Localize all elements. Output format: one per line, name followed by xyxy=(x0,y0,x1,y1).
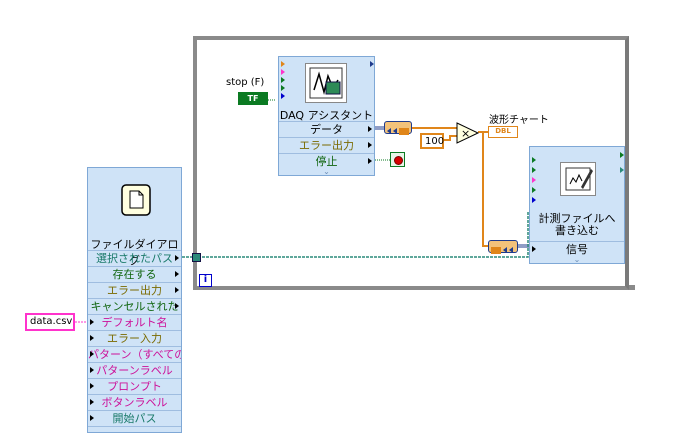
daq-row-stop[interactable]: 停止 xyxy=(279,153,374,169)
output-terminal xyxy=(370,61,374,67)
multiply-operator: × xyxy=(461,127,470,140)
fd-row-label: 選択されたパス xyxy=(96,252,173,265)
daq-row-label: データ xyxy=(310,123,343,136)
input-terminal xyxy=(281,93,285,99)
fd-row-pattern-label[interactable]: パターンラベル xyxy=(88,362,181,378)
fd-row-button-label[interactable]: ボタンラベル xyxy=(88,394,181,410)
fd-row-error-out[interactable]: エラー出力 xyxy=(88,282,181,298)
conversion-icon xyxy=(491,247,513,254)
fd-row-default-name[interactable]: デフォルト名 xyxy=(88,314,181,330)
fd-row-label: エラー出力 xyxy=(107,284,162,297)
daq-graph-icon xyxy=(309,67,343,99)
to-dbl-conversion-node[interactable] xyxy=(384,121,412,135)
fd-row-label: 開始パス xyxy=(112,412,157,425)
stop-led-icon xyxy=(390,152,405,167)
multiply-constant[interactable]: 100 xyxy=(420,133,444,149)
conversion-icon xyxy=(387,128,409,135)
orange-wire-d xyxy=(482,132,488,247)
input-terminal xyxy=(532,187,536,193)
fd-row-label: エラー入力 xyxy=(107,332,162,345)
daq-row-label: エラー出力 xyxy=(299,139,354,152)
fd-row-prompt[interactable]: プロンプト xyxy=(88,378,181,394)
daq-icon xyxy=(305,63,347,103)
while-loop-corner xyxy=(629,285,635,290)
fd-row-label: デフォルト名 xyxy=(101,316,168,329)
fd-row-label: キャンセルされた xyxy=(90,300,179,313)
daq-row-data[interactable]: データ xyxy=(279,121,374,137)
fd-row-label: パターンラベル xyxy=(96,364,173,377)
input-terminal xyxy=(281,69,285,75)
chart-label: 波形チャート xyxy=(489,115,549,126)
while-loop xyxy=(193,36,629,290)
expand-chevron-icon[interactable]: ⌄ xyxy=(573,255,581,264)
to-dynamic-data-node[interactable] xyxy=(488,240,518,254)
output-terminal xyxy=(620,152,624,158)
daq-title: DAQ アシスタント xyxy=(279,109,374,122)
iteration-terminal: i xyxy=(199,274,212,287)
input-terminal xyxy=(532,177,536,183)
input-terminal xyxy=(532,197,536,203)
write-file-title: 計測ファイルへ書き込む xyxy=(538,212,616,237)
write-file-row-label: 信号 xyxy=(566,243,588,256)
file-dialog-title: ファイルダイアログ xyxy=(90,238,179,267)
fd-row-selected-path[interactable]: 選択されたパス xyxy=(88,250,181,266)
fd-row-error-in[interactable]: エラー入力 xyxy=(88,330,181,346)
fd-row-label: パターン（すべての xyxy=(88,348,181,361)
output-terminal xyxy=(620,167,624,173)
stop-label: stop (F) xyxy=(226,77,265,88)
chart-type-badge: DBL xyxy=(495,127,511,135)
daq-row-label: 停止 xyxy=(315,155,338,168)
fd-row-label: 存在する xyxy=(112,268,157,281)
input-terminal xyxy=(281,61,285,67)
orange-wire-b xyxy=(442,135,458,141)
fd-row-label: プロンプト xyxy=(107,380,162,393)
input-terminal xyxy=(281,77,285,83)
waveform-chart-terminal[interactable]: DBL xyxy=(488,126,518,138)
input-terminal xyxy=(532,167,536,173)
daq-assistant-node[interactable]: DAQ アシスタント データ エラー出力 停止 ⌄ xyxy=(278,56,375,176)
fd-row-cancelled[interactable]: キャンセルされた xyxy=(88,298,181,314)
fd-row-exists[interactable]: 存在する xyxy=(88,266,181,282)
expand-chevron-icon[interactable]: ⌄ xyxy=(323,167,330,176)
fd-row-start-path[interactable]: 開始パス xyxy=(88,410,181,426)
multiply-node[interactable]: × xyxy=(456,122,480,144)
stop-constant[interactable]: TF xyxy=(238,92,268,105)
input-terminal xyxy=(532,157,536,163)
loop-tunnel xyxy=(192,253,201,262)
write-file-row-signal[interactable]: 信号 xyxy=(530,241,624,257)
fd-row-bottom xyxy=(88,426,181,434)
document-icon xyxy=(121,184,151,216)
daq-row-error-out[interactable]: エラー出力 xyxy=(279,137,374,153)
fd-row-pattern[interactable]: パターン（すべての xyxy=(88,346,181,362)
file-dialog-node[interactable]: ファイルダイアログ 選択されたパス 存在する エラー出力 キャンセルされた デフ… xyxy=(87,167,182,433)
write-measurement-file-node[interactable]: 計測ファイルへ書き込む 信号 ⌄ xyxy=(529,146,625,264)
file-dialog-icon xyxy=(121,184,151,216)
path-constant[interactable]: data.csv xyxy=(25,313,75,331)
fd-row-label: ボタンラベル xyxy=(101,396,168,409)
input-terminal xyxy=(281,85,285,91)
write-file-icon xyxy=(560,162,596,196)
file-pen-icon xyxy=(565,167,593,191)
